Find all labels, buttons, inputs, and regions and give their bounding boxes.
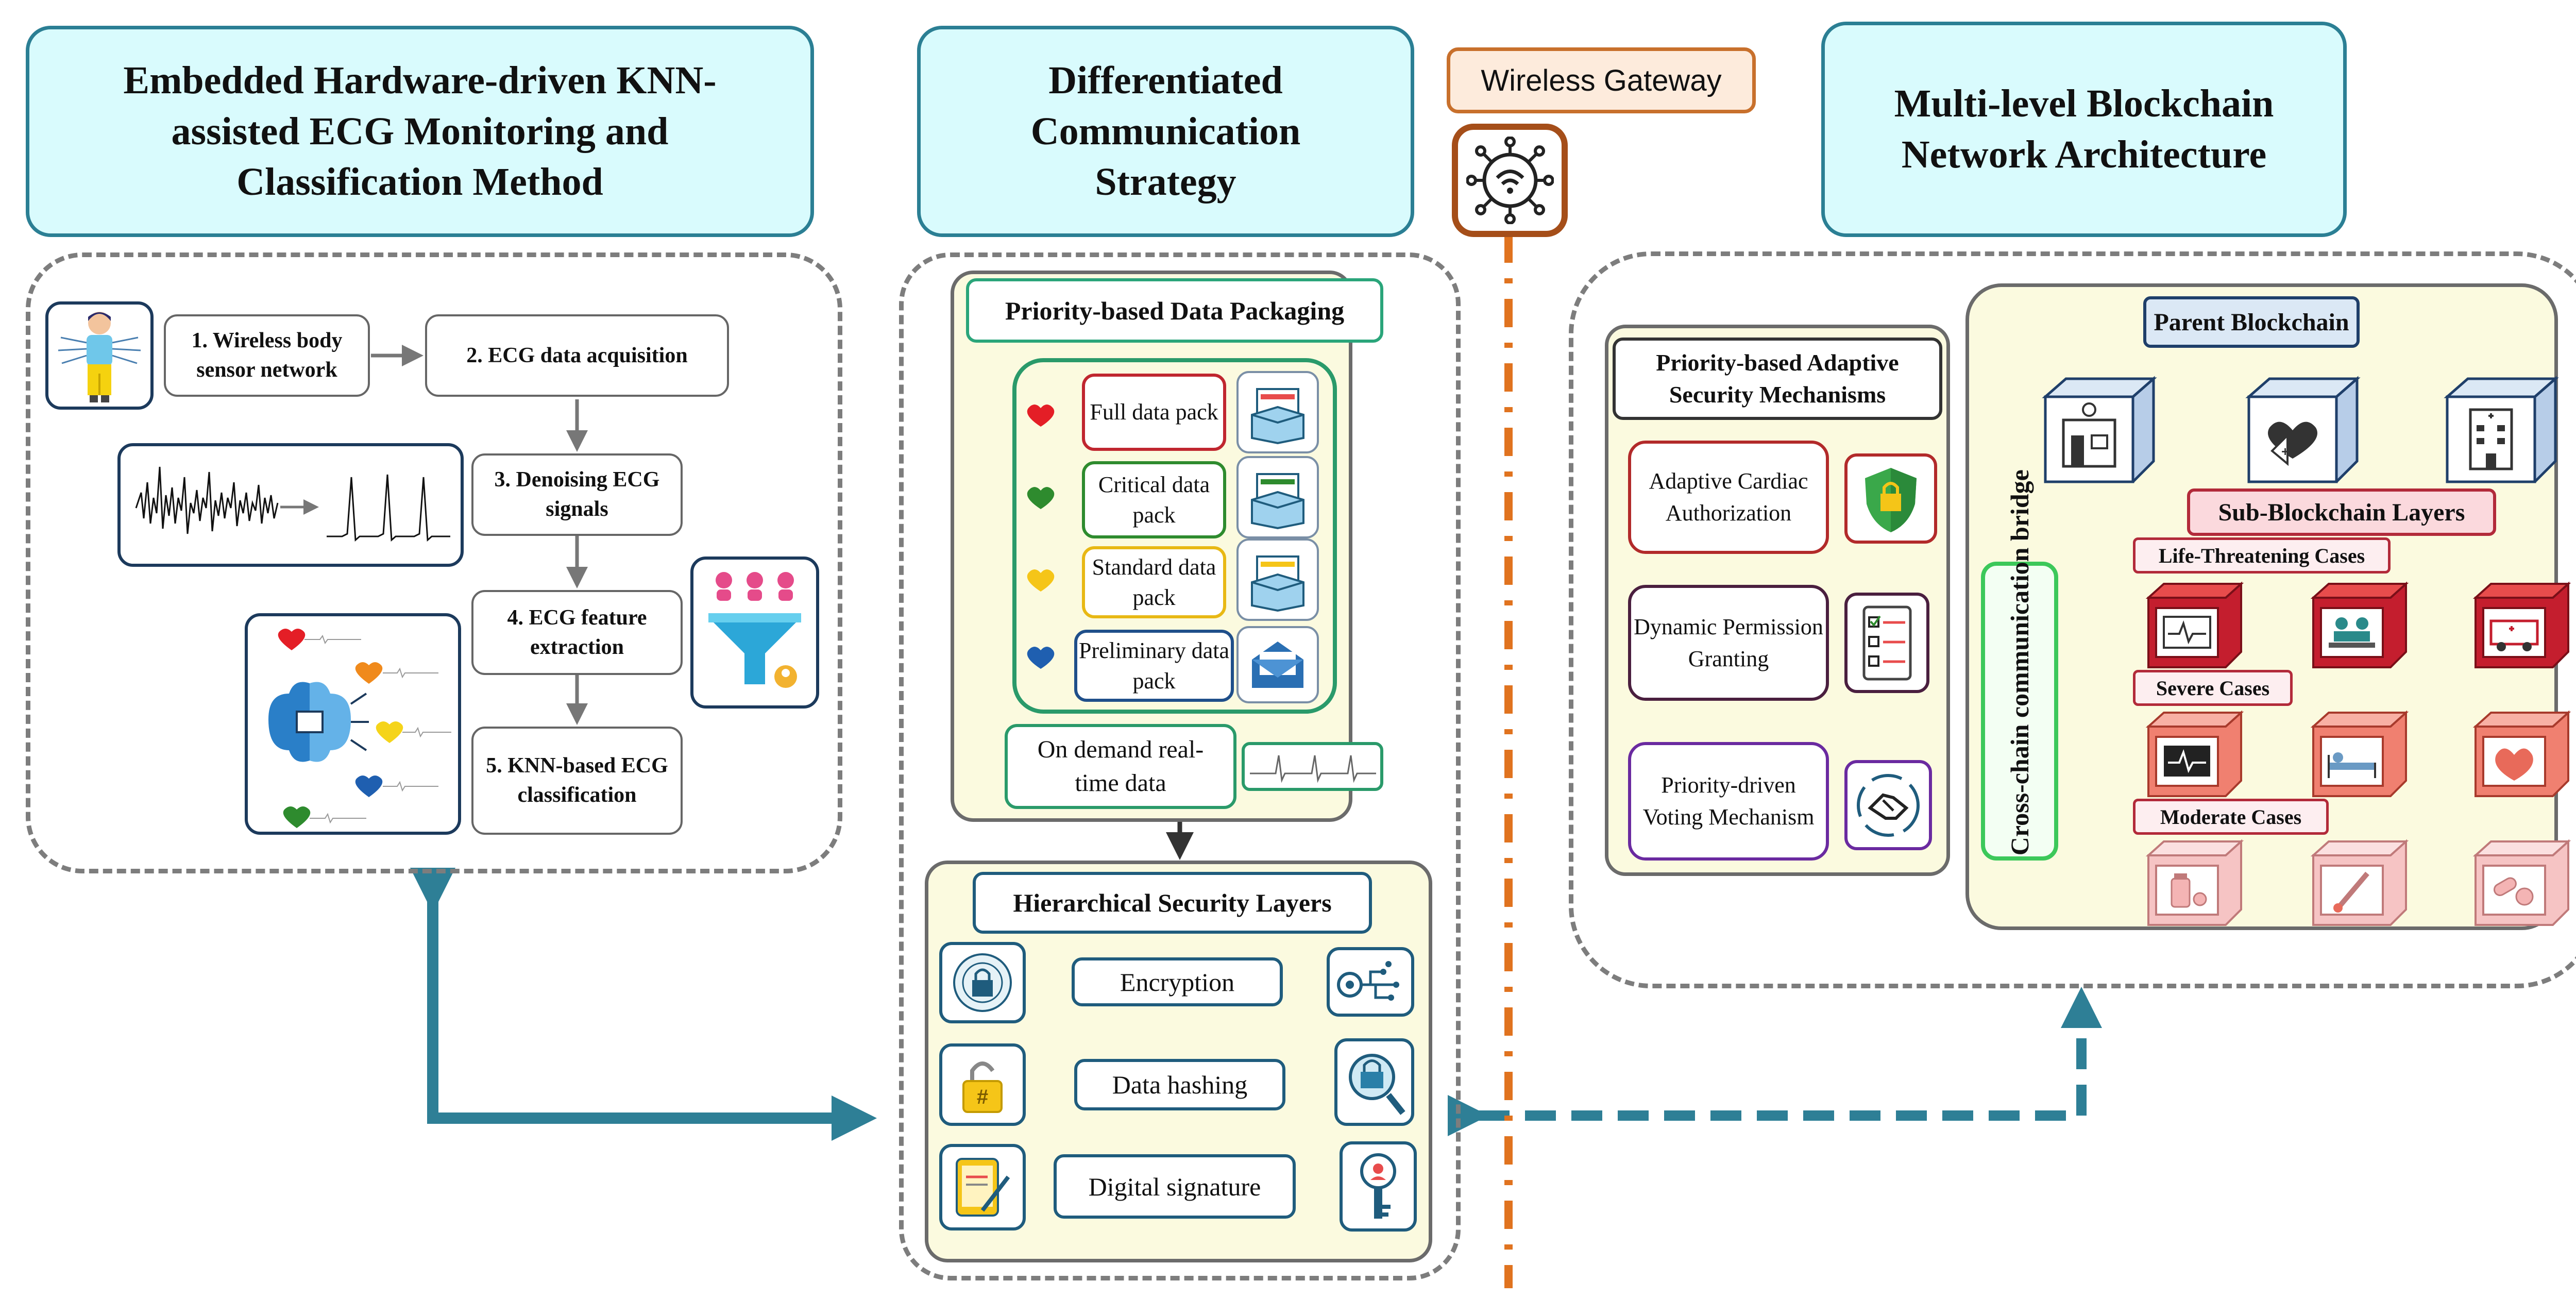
denoising-waveform-image bbox=[117, 443, 464, 567]
sub-blockchain-label-text: Sub-Blockchain Layers bbox=[2218, 498, 2465, 526]
digital-key-icon bbox=[1327, 947, 1414, 1017]
checklist-icon bbox=[1844, 593, 1929, 693]
thermometer-block-icon bbox=[2310, 839, 2409, 926]
adaptive-cardiac-authorization: Adaptive Cardiac Authorization bbox=[1628, 441, 1829, 554]
package-box-icon bbox=[1236, 456, 1319, 538]
blockchain-arch-title-text: Multi-level Blockchain Network Architect… bbox=[1894, 82, 2274, 176]
surgery-block-icon bbox=[2310, 581, 2409, 668]
heart-blue-icon bbox=[1027, 647, 1055, 669]
tablet-signature-icon bbox=[939, 1144, 1026, 1230]
ecg-method-panel bbox=[26, 252, 842, 873]
key-person-icon bbox=[1340, 1141, 1417, 1232]
ecg-monitor-block-icon bbox=[2145, 581, 2244, 668]
adaptive-cardiac-authorization-text: Adaptive Cardiac Authorization bbox=[1649, 468, 1808, 526]
hospital-bed-block-icon bbox=[2310, 710, 2409, 797]
blockchain-arch-title: Multi-level Blockchain Network Architect… bbox=[1821, 22, 2347, 237]
digital-signature-layer: Digital signature bbox=[1054, 1154, 1296, 1219]
heart-red-icon bbox=[1027, 404, 1055, 427]
encryption-layer: Encryption bbox=[1072, 957, 1283, 1006]
security-layers-title: Hierarchical Security Layers bbox=[973, 872, 1372, 934]
svg-text:#: # bbox=[977, 1086, 988, 1108]
preliminary-data-pack-text: Preliminary data pack bbox=[1078, 637, 1229, 694]
body-sensor-icon bbox=[45, 301, 154, 410]
data-packaging-title-text: Priority-based Data Packaging bbox=[1005, 296, 1345, 325]
step-wireless-body-sensor: 1. Wireless body sensor network bbox=[164, 314, 370, 397]
priority-voting-mechanism: Priority-driven Voting Mechanism bbox=[1628, 742, 1829, 861]
adaptive-security-title: Priority-based Adaptive Security Mechani… bbox=[1613, 338, 1942, 420]
hash-padlock-icon: # bbox=[939, 1043, 1026, 1126]
cross-chain-bridge-text: Cross-chain communication bridge bbox=[2005, 469, 2034, 855]
ai-classifier-panel bbox=[245, 613, 461, 835]
envelope-icon bbox=[1236, 626, 1319, 703]
medicine-block-icon bbox=[2145, 839, 2244, 926]
step-ecg-acquisition: 2. ECG data acquisition bbox=[425, 314, 729, 397]
dynamic-permission-granting: Dynamic Permission Granting bbox=[1628, 585, 1829, 701]
data-hashing-layer-text: Data hashing bbox=[1112, 1070, 1248, 1099]
adaptive-security-title-text: Priority-based Adaptive Security Mechani… bbox=[1656, 349, 1899, 408]
dynamic-permission-granting-text: Dynamic Permission Granting bbox=[1634, 614, 1823, 671]
wireless-gateway-label: Wireless Gateway bbox=[1447, 47, 1756, 113]
critical-data-pack-text: Critical data pack bbox=[1098, 471, 1210, 528]
life-threatening-label: Life-Threatening Cases bbox=[2133, 537, 2391, 574]
on-demand-realtime-data-text: On demand real-time data bbox=[1037, 735, 1204, 797]
moderate-cases-label: Moderate Cases bbox=[2133, 799, 2329, 835]
life-threatening-label-text: Life-Threatening Cases bbox=[2158, 544, 2365, 567]
heart-green-icon bbox=[1027, 487, 1055, 509]
heart-yellow-icon bbox=[1027, 569, 1055, 592]
preliminary-data-pack: Preliminary data pack bbox=[1074, 630, 1234, 702]
data-hashing-layer: Data hashing bbox=[1074, 1059, 1285, 1110]
standard-data-pack: Standard data pack bbox=[1082, 546, 1226, 618]
clinic-block-icon bbox=[2042, 376, 2157, 483]
step-wireless-body-sensor-text: 1. Wireless body sensor network bbox=[191, 329, 343, 382]
ecg-method-title: Embedded Hardware-driven KNN-assisted EC… bbox=[26, 26, 814, 237]
step-knn-classification: 5. KNN-based ECG classification bbox=[471, 727, 683, 835]
priority-voting-mechanism-text: Priority-driven Voting Mechanism bbox=[1642, 772, 1815, 830]
handshake-icon bbox=[1844, 760, 1932, 850]
ambulance-block-icon bbox=[2472, 581, 2571, 668]
data-packaging-title: Priority-based Data Packaging bbox=[966, 278, 1383, 343]
step-feature-extraction-text: 4. ECG feature extraction bbox=[507, 605, 647, 659]
heart-shield-block-icon: + bbox=[2245, 376, 2361, 483]
step-denoising: 3. Denoising ECG signals bbox=[471, 453, 683, 536]
on-demand-realtime-data: On demand real-time data bbox=[1005, 724, 1236, 809]
parent-blockchain-label-text: Parent Blockchain bbox=[2154, 308, 2349, 336]
heart-organ-block-icon bbox=[2472, 710, 2571, 797]
comm-strategy-title-text: Differentiated Communication Strategy bbox=[1030, 58, 1301, 204]
hospital-block-icon bbox=[2444, 376, 2559, 483]
moderate-cases-label-text: Moderate Cases bbox=[2160, 805, 2302, 829]
standard-data-pack-text: Standard data pack bbox=[1092, 554, 1216, 610]
full-data-pack: Full data pack bbox=[1082, 374, 1226, 451]
digital-signature-layer-text: Digital signature bbox=[1088, 1172, 1261, 1201]
step-denoising-text: 3. Denoising ECG signals bbox=[494, 468, 660, 521]
blockchain-panel bbox=[1569, 251, 2576, 988]
package-box-icon bbox=[1236, 371, 1319, 453]
magnify-256-icon bbox=[1334, 1038, 1414, 1126]
lock-shield-icon bbox=[939, 942, 1026, 1023]
step-ecg-acquisition-text: 2. ECG data acquisition bbox=[466, 343, 688, 367]
comm-strategy-title: Differentiated Communication Strategy bbox=[917, 26, 1414, 237]
critical-data-pack: Critical data pack bbox=[1082, 461, 1226, 538]
parent-blockchain-label: Parent Blockchain bbox=[2143, 296, 2360, 348]
wireless-gateway-icon bbox=[1452, 124, 1568, 237]
sub-blockchain-label: Sub-Blockchain Layers bbox=[2187, 488, 2496, 536]
severe-cases-label: Severe Cases bbox=[2133, 670, 2293, 706]
encryption-layer-text: Encryption bbox=[1120, 967, 1235, 997]
step-feature-extraction: 4. ECG feature extraction bbox=[471, 590, 683, 675]
security-layers-title-text: Hierarchical Security Layers bbox=[1013, 888, 1332, 917]
monitor-block-icon bbox=[2145, 710, 2244, 797]
svg-text:+: + bbox=[2281, 444, 2289, 459]
feature-funnel-icon bbox=[690, 557, 819, 709]
shield-lock-icon bbox=[1844, 453, 1937, 544]
package-box-icon bbox=[1236, 538, 1319, 621]
wireless-gateway-label-text: Wireless Gateway bbox=[1481, 63, 1722, 97]
full-data-pack-text: Full data pack bbox=[1090, 399, 1218, 425]
step-knn-classification-text: 5. KNN-based ECG classification bbox=[486, 754, 668, 807]
ecg-method-title-text: Embedded Hardware-driven KNN-assisted EC… bbox=[123, 58, 717, 204]
realtime-waveform-icon bbox=[1242, 742, 1383, 791]
comm-strategy-panel bbox=[899, 252, 1461, 1280]
cross-chain-bridge[interactable]: Cross-chain communication bridge bbox=[1981, 469, 2058, 861]
pills-block-icon bbox=[2472, 839, 2571, 926]
severe-cases-label-text: Severe Cases bbox=[2156, 676, 2270, 700]
